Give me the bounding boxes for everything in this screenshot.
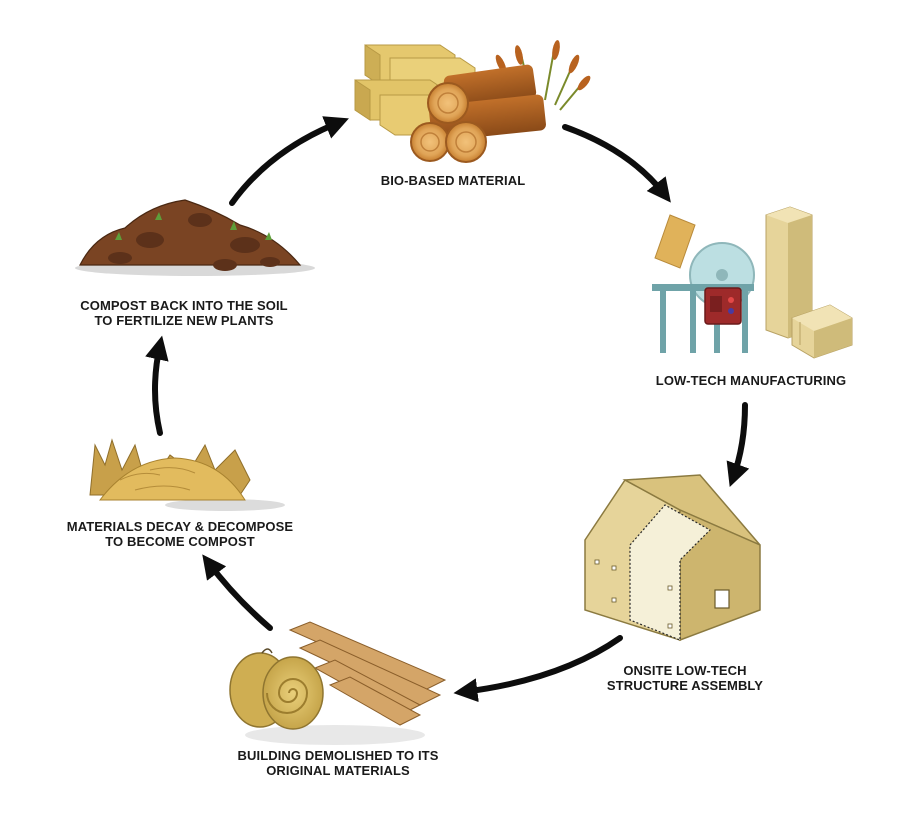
label-low-tech-manufacturing: LOW-TECH MANUFACTURING bbox=[655, 373, 847, 388]
compost-pile-icon bbox=[75, 199, 315, 276]
arrow-manufacturing-to-assembly bbox=[726, 402, 750, 488]
decaying-straw-icon bbox=[89, 438, 285, 511]
arrow-decay-to-compost bbox=[145, 335, 169, 436]
timber-house-icon bbox=[584, 474, 761, 642]
arrow-demolished-to-decay bbox=[202, 554, 273, 631]
hay-and-logs-icon bbox=[354, 40, 591, 163]
label-compost-back: COMPOST BACK INTO THE SOIL TO FERTILIZE … bbox=[80, 298, 288, 328]
label-bio-based-material: BIO-BASED MATERIAL bbox=[380, 173, 526, 188]
label-materials-decay: MATERIALS DECAY & DECOMPOSE TO BECOME CO… bbox=[66, 519, 294, 549]
label-building-demolished: BUILDING DEMOLISHED TO ITS ORIGINAL MATE… bbox=[237, 748, 439, 778]
arrow-assembly-to-demolished bbox=[453, 635, 623, 703]
arrow-compost-to-bio bbox=[229, 116, 349, 206]
table-saw-icon bbox=[652, 206, 853, 359]
label-onsite-assembly: ONSITE LOW-TECH STRUCTURE ASSEMBLY bbox=[606, 663, 764, 693]
arrow-bio-to-manufacturing bbox=[562, 124, 671, 203]
cycle-arrows bbox=[145, 116, 750, 703]
hay-roll-and-planks-icon bbox=[229, 621, 447, 745]
